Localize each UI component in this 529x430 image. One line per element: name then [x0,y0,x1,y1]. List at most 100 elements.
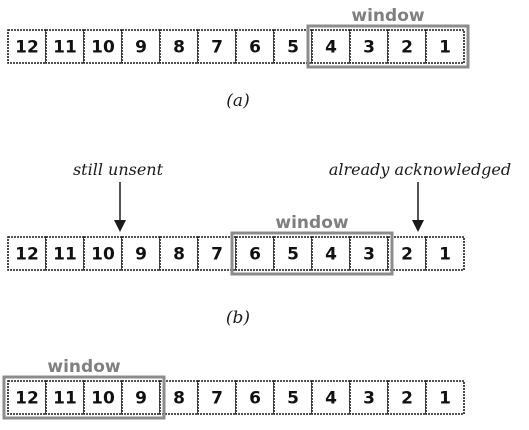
packet-number: 9 [135,38,147,58]
packet-cell-5: 5 [273,380,313,415]
packet-cell-12: 12 [7,380,47,415]
packet-cell-3: 3 [349,236,389,271]
window-frame [230,231,394,276]
packet-number: 6 [249,245,261,265]
packet-cell-12: 12 [7,29,47,64]
window-frame [306,24,470,69]
packet-cell-box [311,380,351,415]
packet-number: 6 [249,389,261,409]
packet-cell-11: 11 [45,236,85,271]
packet-cell-box [7,236,47,271]
annotation-still-unsent: still unsent [73,160,164,179]
annotation-already-acknowledged: already acknowledged [329,160,511,179]
packet-cell-4: 4 [311,236,351,271]
packet-number: 12 [15,245,39,265]
packet-cell-box [349,380,389,415]
caption-b: (b) [226,308,250,328]
packet-cell-box [425,380,465,415]
window-label: window [47,357,120,377]
packet-cell-2: 2 [387,380,427,415]
packet-number: 2 [401,389,413,409]
packet-cell-10: 10 [83,380,123,415]
packet-number: 5 [287,389,299,409]
packet-cell-box [197,380,237,415]
packet-cell-box [235,29,275,64]
packet-cell-2: 2 [387,29,427,64]
packet-number: 11 [53,38,77,58]
packet-cell-box [121,29,161,64]
packet-cell-box [273,236,313,271]
packet-cell-6: 6 [235,236,275,271]
window-frame [2,375,166,420]
packet-cell-box [45,380,85,415]
packet-number: 1 [439,38,451,58]
packet-cell-10: 10 [83,29,123,64]
caption-a: (a) [226,91,249,111]
packet-number: 4 [325,389,337,409]
packet-cell-1: 1 [425,236,465,271]
packet-cell-box [273,29,313,64]
packet-cell-6: 6 [235,380,275,415]
packet-cell-8: 8 [159,236,199,271]
packet-cell-4: 4 [311,380,351,415]
packet-cell-box [7,380,47,415]
packet-cell-4: 4 [311,29,351,64]
packet-cell-box [273,380,313,415]
packet-number: 2 [401,38,413,58]
packet-cell-3: 3 [349,380,389,415]
packet-cell-7: 7 [197,29,237,64]
packet-cell-8: 8 [159,380,199,415]
packet-cell-9: 9 [121,380,161,415]
packet-cell-11: 11 [45,380,85,415]
packet-cell-2: 2 [387,236,427,271]
packet-cell-12: 12 [7,236,47,271]
packet-cell-box [121,236,161,271]
packet-cell-5: 5 [273,236,313,271]
packet-cell-box [159,236,199,271]
packet-cell-8: 8 [159,29,199,64]
packet-cell-9: 9 [121,236,161,271]
packet-number: 3 [363,389,375,409]
packet-number: 7 [211,245,223,265]
packet-number: 9 [135,245,147,265]
packet-number: 6 [249,38,261,58]
packet-number: 12 [15,38,39,58]
packet-cell-box [83,236,123,271]
packet-cell-box [235,380,275,415]
packet-cell-3: 3 [349,29,389,64]
packet-number: 4 [325,38,337,58]
packet-number: 5 [287,245,299,265]
packet-cell-1: 1 [425,29,465,64]
packet-cell-9: 9 [121,29,161,64]
window-label: window [275,213,348,233]
packet-number: 8 [173,389,185,409]
packet-cell-1: 1 [425,380,465,415]
packet-number: 11 [53,389,77,409]
packet-number: 3 [363,245,375,265]
arrow-still-unsent-head [114,220,126,232]
packet-cell-5: 5 [273,29,313,64]
packet-cell-box [425,29,465,64]
packet-cell-11: 11 [45,29,85,64]
packet-number: 12 [15,389,39,409]
packet-number: 3 [363,38,375,58]
packet-number: 5 [287,38,299,58]
packet-cell-10: 10 [83,236,123,271]
packet-cell-box [159,29,199,64]
packet-cell-box [45,236,85,271]
packet-cell-box [311,29,351,64]
packet-number: 7 [211,38,223,58]
packet-cell-6: 6 [235,29,275,64]
packet-number: 4 [325,245,337,265]
arrow-already-acknowledged-head [412,220,424,232]
packet-cell-box [425,236,465,271]
packet-number: 10 [91,245,115,265]
packet-number: 10 [91,389,115,409]
packet-cell-7: 7 [197,380,237,415]
packet-number: 11 [53,245,77,265]
packet-number: 1 [439,389,451,409]
